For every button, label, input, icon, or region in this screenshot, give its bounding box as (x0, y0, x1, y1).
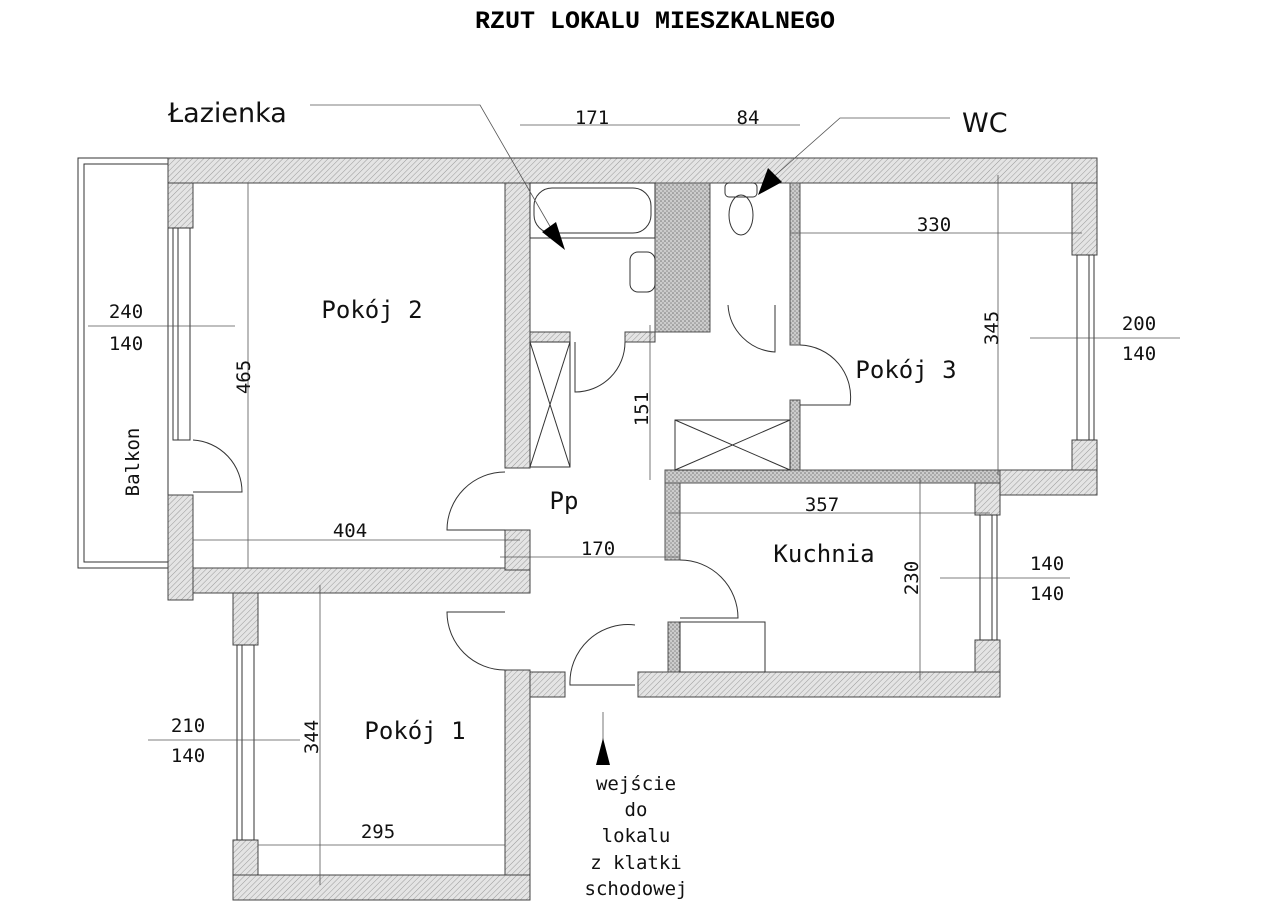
dim-kuchnia-height: 230 (901, 561, 923, 595)
callout-wc: WC (962, 108, 1008, 139)
dim-pokoj1-height: 344 (301, 720, 323, 754)
room-label-pp: Pp (550, 487, 579, 515)
dimension-labels: 171 84 404 465 330 345 357 230 170 151 2… (109, 107, 1156, 843)
window-p3-height: 140 (1122, 343, 1156, 365)
dim-kuchnia-width: 357 (805, 494, 839, 516)
closet-pp (529, 341, 571, 468)
dim-pokoj1-width: 295 (361, 821, 395, 843)
room-label-pokoj-2: Pokój 2 (321, 296, 422, 324)
room-label-pokoj-3: Pokój 3 (855, 356, 956, 384)
window-kitchen-width: 140 (1030, 553, 1064, 575)
window-p1-height: 140 (171, 745, 205, 767)
window-p2-width: 240 (109, 301, 143, 323)
room-label-kuchnia: Kuchnia (773, 540, 874, 568)
plan-title: RZUT LOKALU MIESZKALNEGO (475, 7, 835, 36)
dim-pokoj3-height: 345 (981, 311, 1003, 345)
callout-lazienka: Łazienka (167, 98, 287, 129)
entrance-arrow-icon (596, 738, 610, 765)
dim-pp-width: 170 (581, 538, 615, 560)
svg-text:wejście: wejście (596, 773, 676, 795)
washbasin (629, 251, 656, 293)
room-label-pokoj-1: Pokój 1 (364, 717, 465, 745)
balcony-inner-outline (83, 163, 169, 563)
windows (172, 227, 1095, 841)
wc-arrow-icon (758, 168, 782, 195)
dim-pokoj2-height: 465 (233, 360, 255, 394)
svg-text:lokalu: lokalu (602, 825, 671, 847)
dim-84: 84 (737, 107, 760, 129)
window-p2-height: 140 (109, 333, 143, 355)
closet-p3 (674, 419, 791, 471)
dim-pp-height: 151 (631, 392, 653, 426)
window-kitchen-height: 140 (1030, 583, 1064, 605)
dim-pokoj2-width: 404 (333, 520, 367, 542)
svg-text:z klatki: z klatki (590, 852, 682, 874)
svg-text:do: do (625, 799, 648, 821)
window-p1-width: 210 (171, 715, 205, 737)
window-p3-width: 200 (1122, 313, 1156, 335)
counter (679, 621, 766, 673)
dim-171: 171 (575, 107, 609, 129)
walls (167, 157, 1098, 901)
callout-leaders (310, 104, 950, 765)
entrance-note: wejście do lokalu z klatki schodowej (585, 773, 688, 900)
lazienka-arrow-icon (542, 222, 565, 250)
balcony-outline (77, 157, 169, 569)
toilet (724, 182, 758, 236)
dimension-lines (88, 124, 1180, 885)
installation-shaft (654, 182, 711, 333)
doors (192, 304, 852, 686)
room-label-balkon: Balkon (122, 428, 144, 497)
bathtub (529, 182, 656, 239)
svg-text:schodowej: schodowej (585, 878, 688, 900)
dim-pokoj3-width: 330 (917, 214, 951, 236)
